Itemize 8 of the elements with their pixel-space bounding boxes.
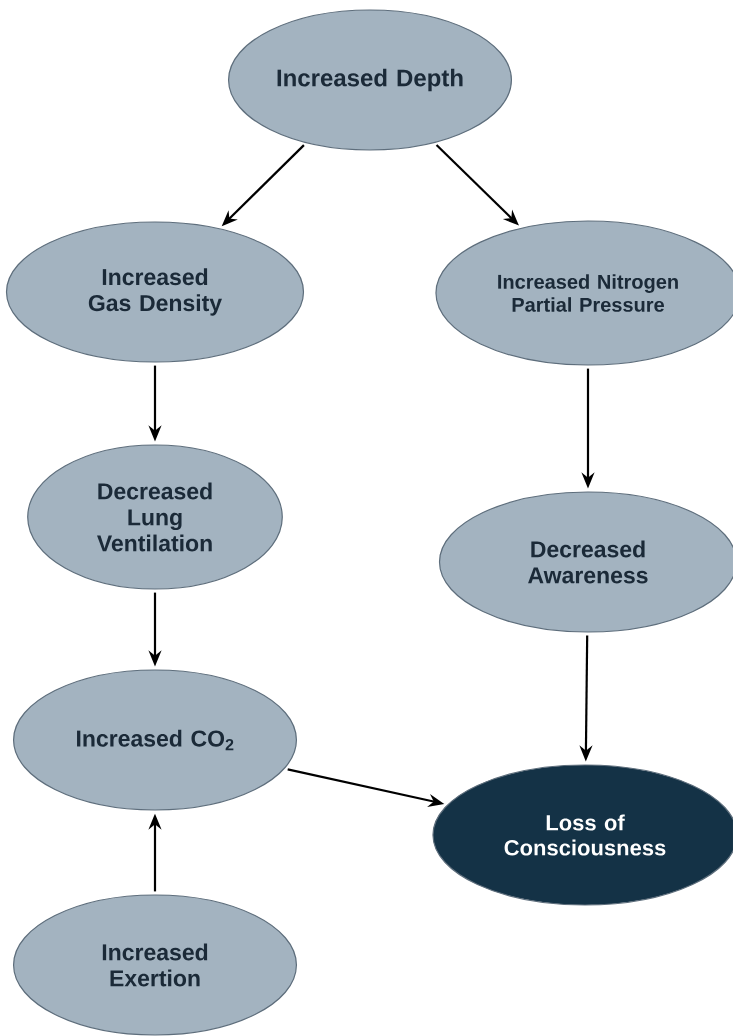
ellipse-node: Increased Exertion xyxy=(13,894,298,1036)
ellipse-node: Increased Gas Density xyxy=(5,221,305,363)
ellipse-node: Decreased Awareness xyxy=(438,491,733,633)
ellipse-node: Increased Nitrogen Partial Pressure xyxy=(435,220,733,366)
ellipse-node: Decreased Lung Ventilation xyxy=(27,444,283,590)
ellipse-node: Loss of Consciousness xyxy=(432,764,733,906)
ellipse-node: Increased Depth xyxy=(228,9,512,151)
ellipse-node: Increased CO$_{2}$ xyxy=(13,669,298,811)
